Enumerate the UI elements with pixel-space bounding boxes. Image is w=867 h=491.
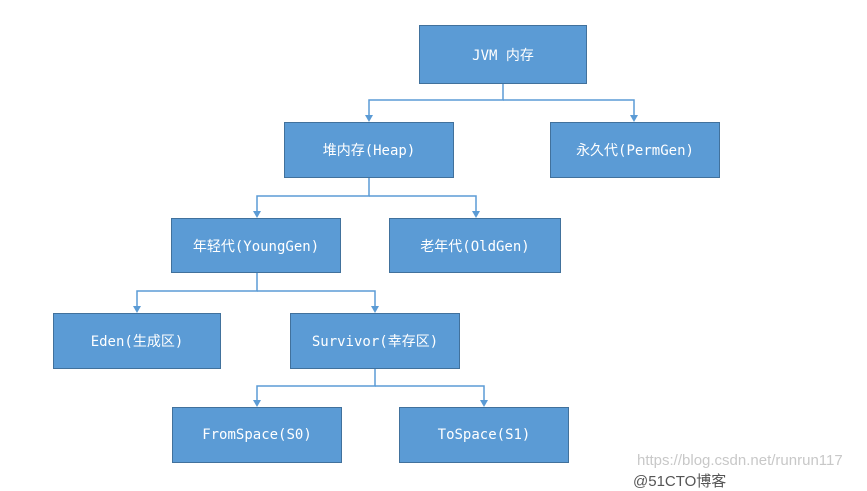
connector-survivor-to — [375, 385, 485, 403]
connector-heap-young — [256, 178, 370, 214]
node-to-space-label: ToSpace(S1) — [437, 427, 531, 443]
node-jvm-memory: JVM 内存 — [419, 25, 587, 84]
connector-young-eden — [136, 272, 258, 309]
node-heap: 堆内存(Heap) — [284, 122, 454, 178]
node-young-gen: 年轻代(YoungGen) — [171, 218, 341, 273]
watermark-url: https://blog.csdn.net/runrun117 — [637, 452, 843, 469]
arrowhead-young — [253, 211, 261, 218]
node-survivor: Survivor(幸存区) — [290, 313, 460, 369]
connector-jvm-permgen — [503, 99, 635, 118]
arrowhead-to — [480, 400, 488, 407]
node-survivor-label: Survivor(幸存区) — [311, 334, 439, 350]
node-to-space: ToSpace(S1) — [399, 407, 569, 463]
arrowhead-eden — [133, 306, 141, 313]
node-eden: Eden(生成区) — [53, 313, 221, 369]
watermark-cut-off: @51CTO博客 — [633, 473, 727, 490]
connector-lines — [133, 84, 638, 407]
node-old-gen: 老年代(OldGen) — [389, 218, 561, 273]
arrowhead-survivor — [371, 306, 379, 313]
connector-jvm-heap — [368, 84, 504, 118]
jvm-memory-diagram: JVM 内存 堆内存(Heap) 永久代(PermGen) 年轻代(YoungG… — [53, 25, 843, 490]
node-from-space: FromSpace(S0) — [172, 407, 342, 463]
arrowhead-heap — [365, 115, 373, 122]
arrowhead-from — [253, 400, 261, 407]
node-permgen: 永久代(PermGen) — [550, 122, 720, 178]
node-eden-label: Eden(生成区) — [90, 334, 184, 350]
connector-young-survivor — [257, 290, 376, 309]
node-from-space-label: FromSpace(S0) — [202, 427, 312, 443]
node-heap-label: 堆内存(Heap) — [322, 143, 416, 159]
arrowhead-permgen — [630, 115, 638, 122]
connector-heap-old — [369, 195, 477, 214]
connector-survivor-from — [256, 369, 376, 403]
arrowhead-old — [472, 211, 480, 218]
node-old-gen-label: 老年代(OldGen) — [420, 238, 530, 255]
node-permgen-label: 永久代(PermGen) — [576, 143, 694, 159]
node-young-gen-label: 年轻代(YoungGen) — [192, 238, 320, 255]
node-jvm-memory-label: JVM 内存 — [472, 47, 534, 64]
